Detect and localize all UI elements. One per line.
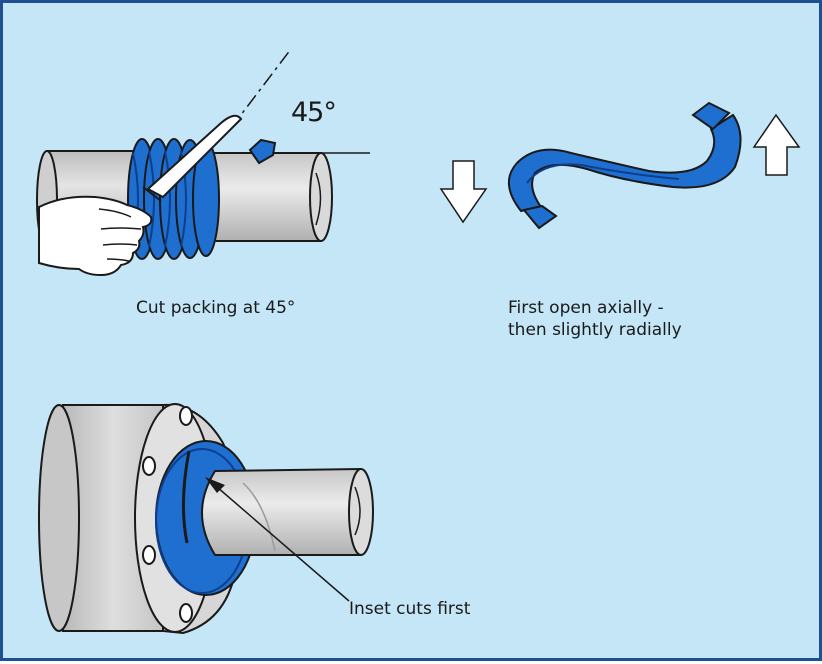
flange-assembly-illustration xyxy=(38,403,374,635)
angle-reference-line xyxy=(230,48,292,129)
packing-rings xyxy=(127,138,220,260)
opened-packing-strip xyxy=(508,113,742,213)
pointer-line xyxy=(216,486,350,602)
arrow-down-icon xyxy=(439,160,488,224)
output-shaft xyxy=(201,467,362,556)
small-shaft-body xyxy=(202,152,322,242)
bolt-holes xyxy=(142,406,193,623)
angle-label: 45° xyxy=(291,97,337,128)
cut-packing-piece xyxy=(248,138,277,165)
diagram-graphics xyxy=(36,48,801,635)
output-shaft-end xyxy=(348,468,374,556)
open-caption-line1: First open axially - xyxy=(508,298,664,318)
housing-end xyxy=(38,404,80,632)
arrow-up-icon xyxy=(752,113,801,176)
strip-end-top xyxy=(691,101,731,131)
cut-packing-illustration xyxy=(36,48,370,277)
cut-caption: Cut packing at 45° xyxy=(136,298,296,318)
open-packing-illustration xyxy=(439,101,801,230)
strip-end-bottom xyxy=(522,204,558,230)
hand xyxy=(38,195,153,277)
knife-blade xyxy=(146,114,243,199)
pointer-arrowhead xyxy=(205,477,225,493)
inset-caption: Inset cuts first xyxy=(349,599,471,619)
open-caption-line2: then slightly radially xyxy=(508,320,682,340)
